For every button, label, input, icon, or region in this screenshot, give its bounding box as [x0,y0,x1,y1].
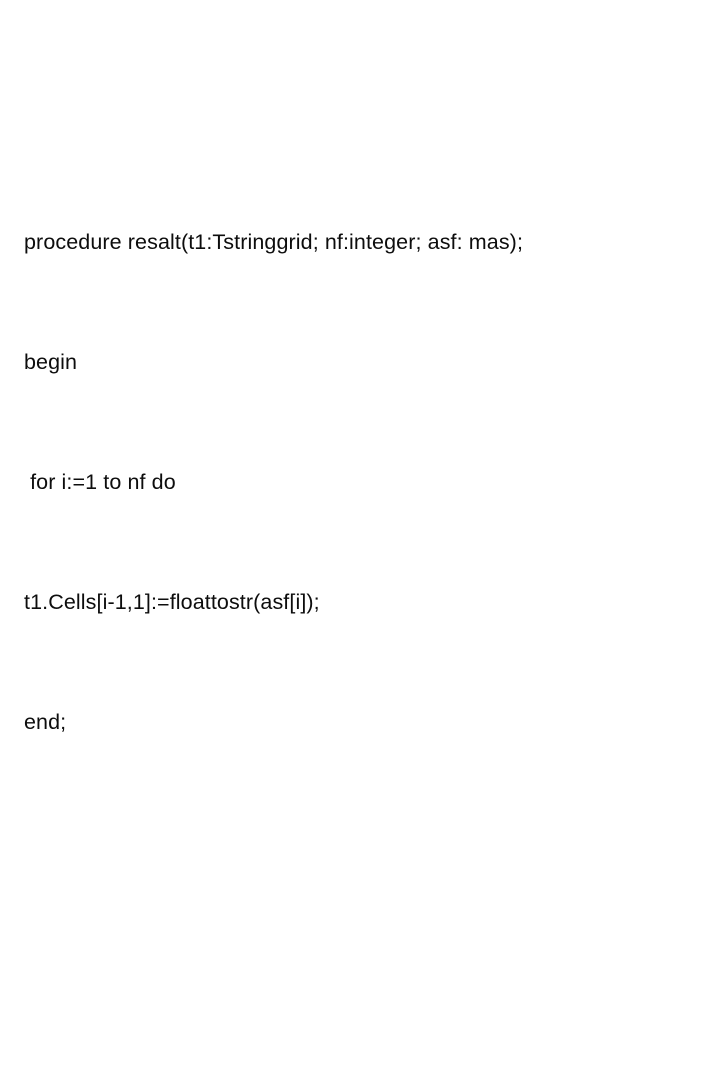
code-line: for i:=1 to nf do [24,470,176,494]
slide-canvas: procedure resalt(t1:Tstringgrid; nf:inte… [24,230,523,734]
code-line: procedure resalt(t1:Tstringgrid; nf:inte… [24,230,524,254]
code-line: t1.Cells[i-1,1]:=floattostr(asf[i]); [24,590,320,614]
code-line: begin [24,350,78,374]
code-line: end; [24,710,67,734]
code-block-resalt-procedure: procedure resalt(t1:Tstringgrid; nf:inte… [24,142,710,822]
code-listing: procedure resalt(t1:Tstringgrid; nf:inte… [24,22,710,1080]
blank-separator-line [24,942,710,982]
